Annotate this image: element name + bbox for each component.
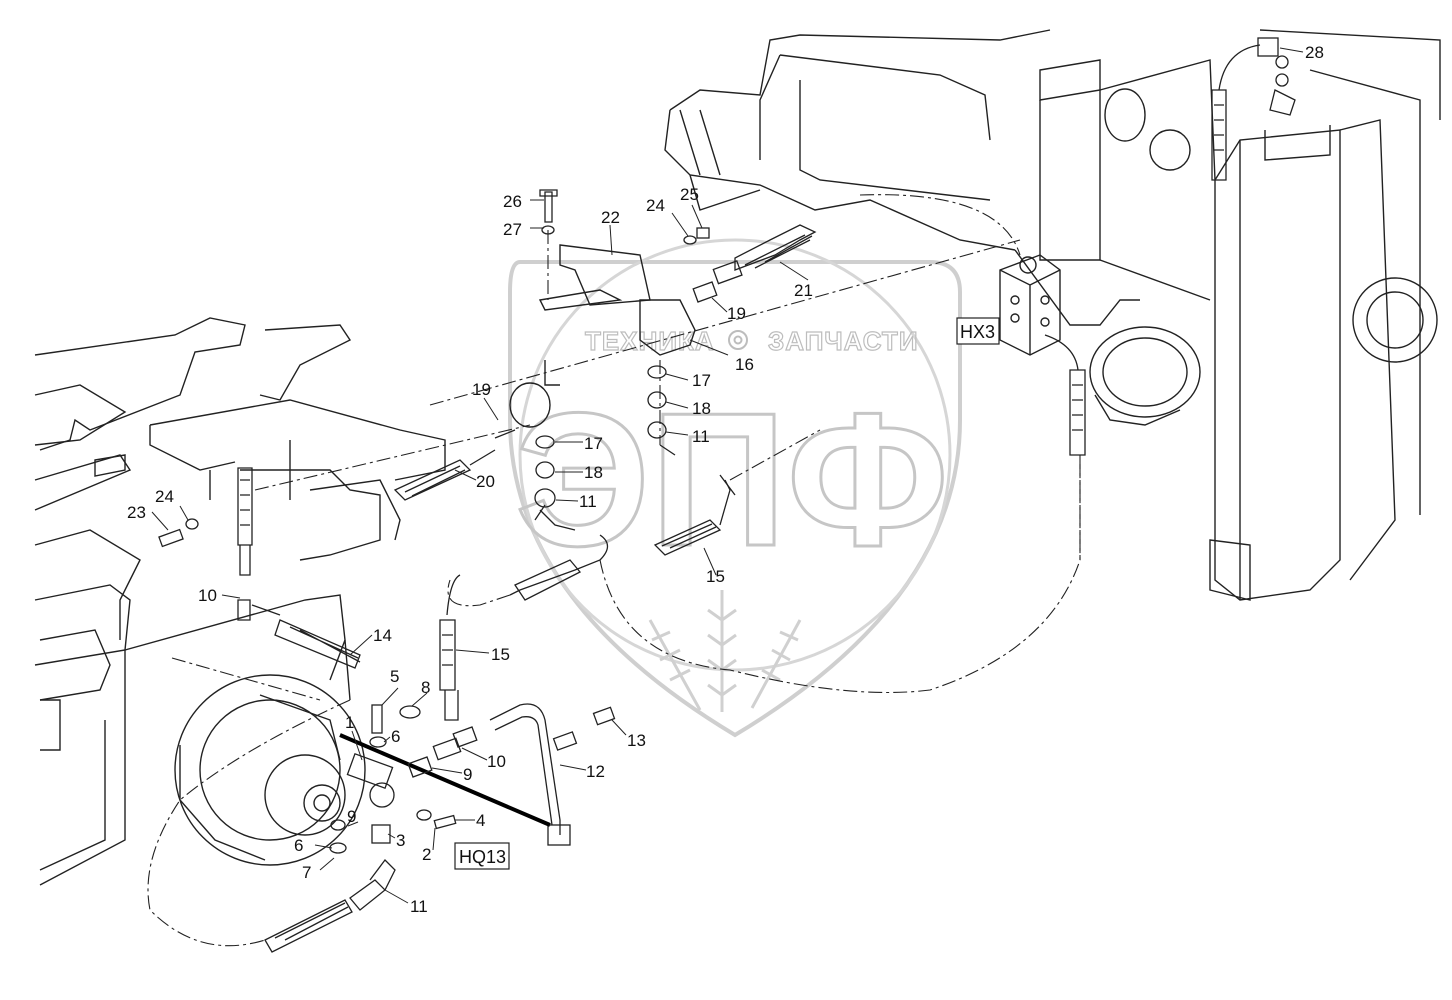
hose-21 [692,224,817,303]
callout-13: 13 [627,731,646,750]
callout-17: 17 [692,371,711,390]
callout-12: 12 [586,762,605,781]
callout-20: 20 [476,472,495,491]
tag-hq13-label: HQ13 [459,847,506,867]
hydraulic-motor [174,674,366,866]
rod-hq13 [339,733,551,827]
callout-16: 16 [735,355,754,374]
pipe-12 [489,703,571,846]
motor-fittings [329,704,616,854]
callout-15: 15 [706,567,725,586]
callout-24: 24 [155,487,174,506]
hose-14 [274,619,361,669]
callout-10: 10 [487,752,506,771]
machine-drawing [34,29,1441,886]
tag-hx3: HX3 [956,317,1000,345]
callout-17: 17 [584,434,603,453]
upper-frame [664,29,1216,326]
callout-24: 24 [646,196,665,215]
hoses [158,37,1296,953]
bracket-fittings [158,189,710,548]
watermark-monogram: ЭПФ [515,374,949,586]
hose-radiator-top [1211,44,1261,181]
callout-15: 15 [491,645,510,664]
gear-icon [728,330,748,350]
callout-9: 9 [463,765,472,784]
callout-22: 22 [601,208,620,227]
callout-21: 21 [794,281,813,300]
chassis-frame [34,317,446,886]
hose-15-left [439,574,461,721]
callout-7: 7 [302,863,311,882]
callout-11: 11 [579,492,597,511]
callout-28: 28 [1305,43,1324,62]
callout-8: 8 [421,678,430,697]
callout-6: 6 [391,727,400,746]
hose-bottom [264,859,396,953]
callout-9: 9 [347,807,356,826]
callout-14: 14 [373,626,392,645]
radiator [1209,29,1441,601]
callout-25: 25 [680,185,699,204]
callout-11: 11 [410,897,428,916]
callout-4: 4 [476,811,485,830]
hose-20 [393,429,516,501]
radiator-fittings [1257,37,1296,116]
callout-23: 23 [127,503,146,522]
slewing-ring [1089,326,1201,426]
callout-10: 10 [198,586,217,605]
callout-6: 6 [294,836,303,855]
callout-11: 11 [692,427,710,446]
callout-26: 26 [503,192,522,211]
callout-2: 2 [422,845,431,864]
callout-5: 5 [390,667,399,686]
hose-15-center [509,479,731,601]
shield-logo [508,260,962,738]
callout-18: 18 [584,463,603,482]
watermark-right-word: ЗАПЧАСТИ [768,326,919,356]
tag-hq13: HQ13 [454,842,510,870]
center-fittings [534,365,736,531]
callout-19: 19 [727,304,746,323]
valve-block [999,254,1061,356]
callout-1: 1 [345,713,354,732]
hose-right-vertical [1044,334,1086,456]
callout-27: 27 [503,220,522,239]
dashed-routes [147,194,1081,947]
callouts: 26 27 22 24 25 19 21 16 19 17 18 11 17 1… [127,43,1324,916]
wheat-icon [648,590,802,712]
watermark: ТЕХНИКА ЗАПЧАСТИ ЭПФ [508,238,962,738]
callout-19: 19 [472,380,491,399]
callout-3: 3 [396,831,405,850]
leader-lines [151,47,1304,904]
callout-18: 18 [692,399,711,418]
pump-bracket [509,244,696,428]
hose-left-vertical [237,467,281,621]
tag-hx3-label: HX3 [960,322,995,342]
